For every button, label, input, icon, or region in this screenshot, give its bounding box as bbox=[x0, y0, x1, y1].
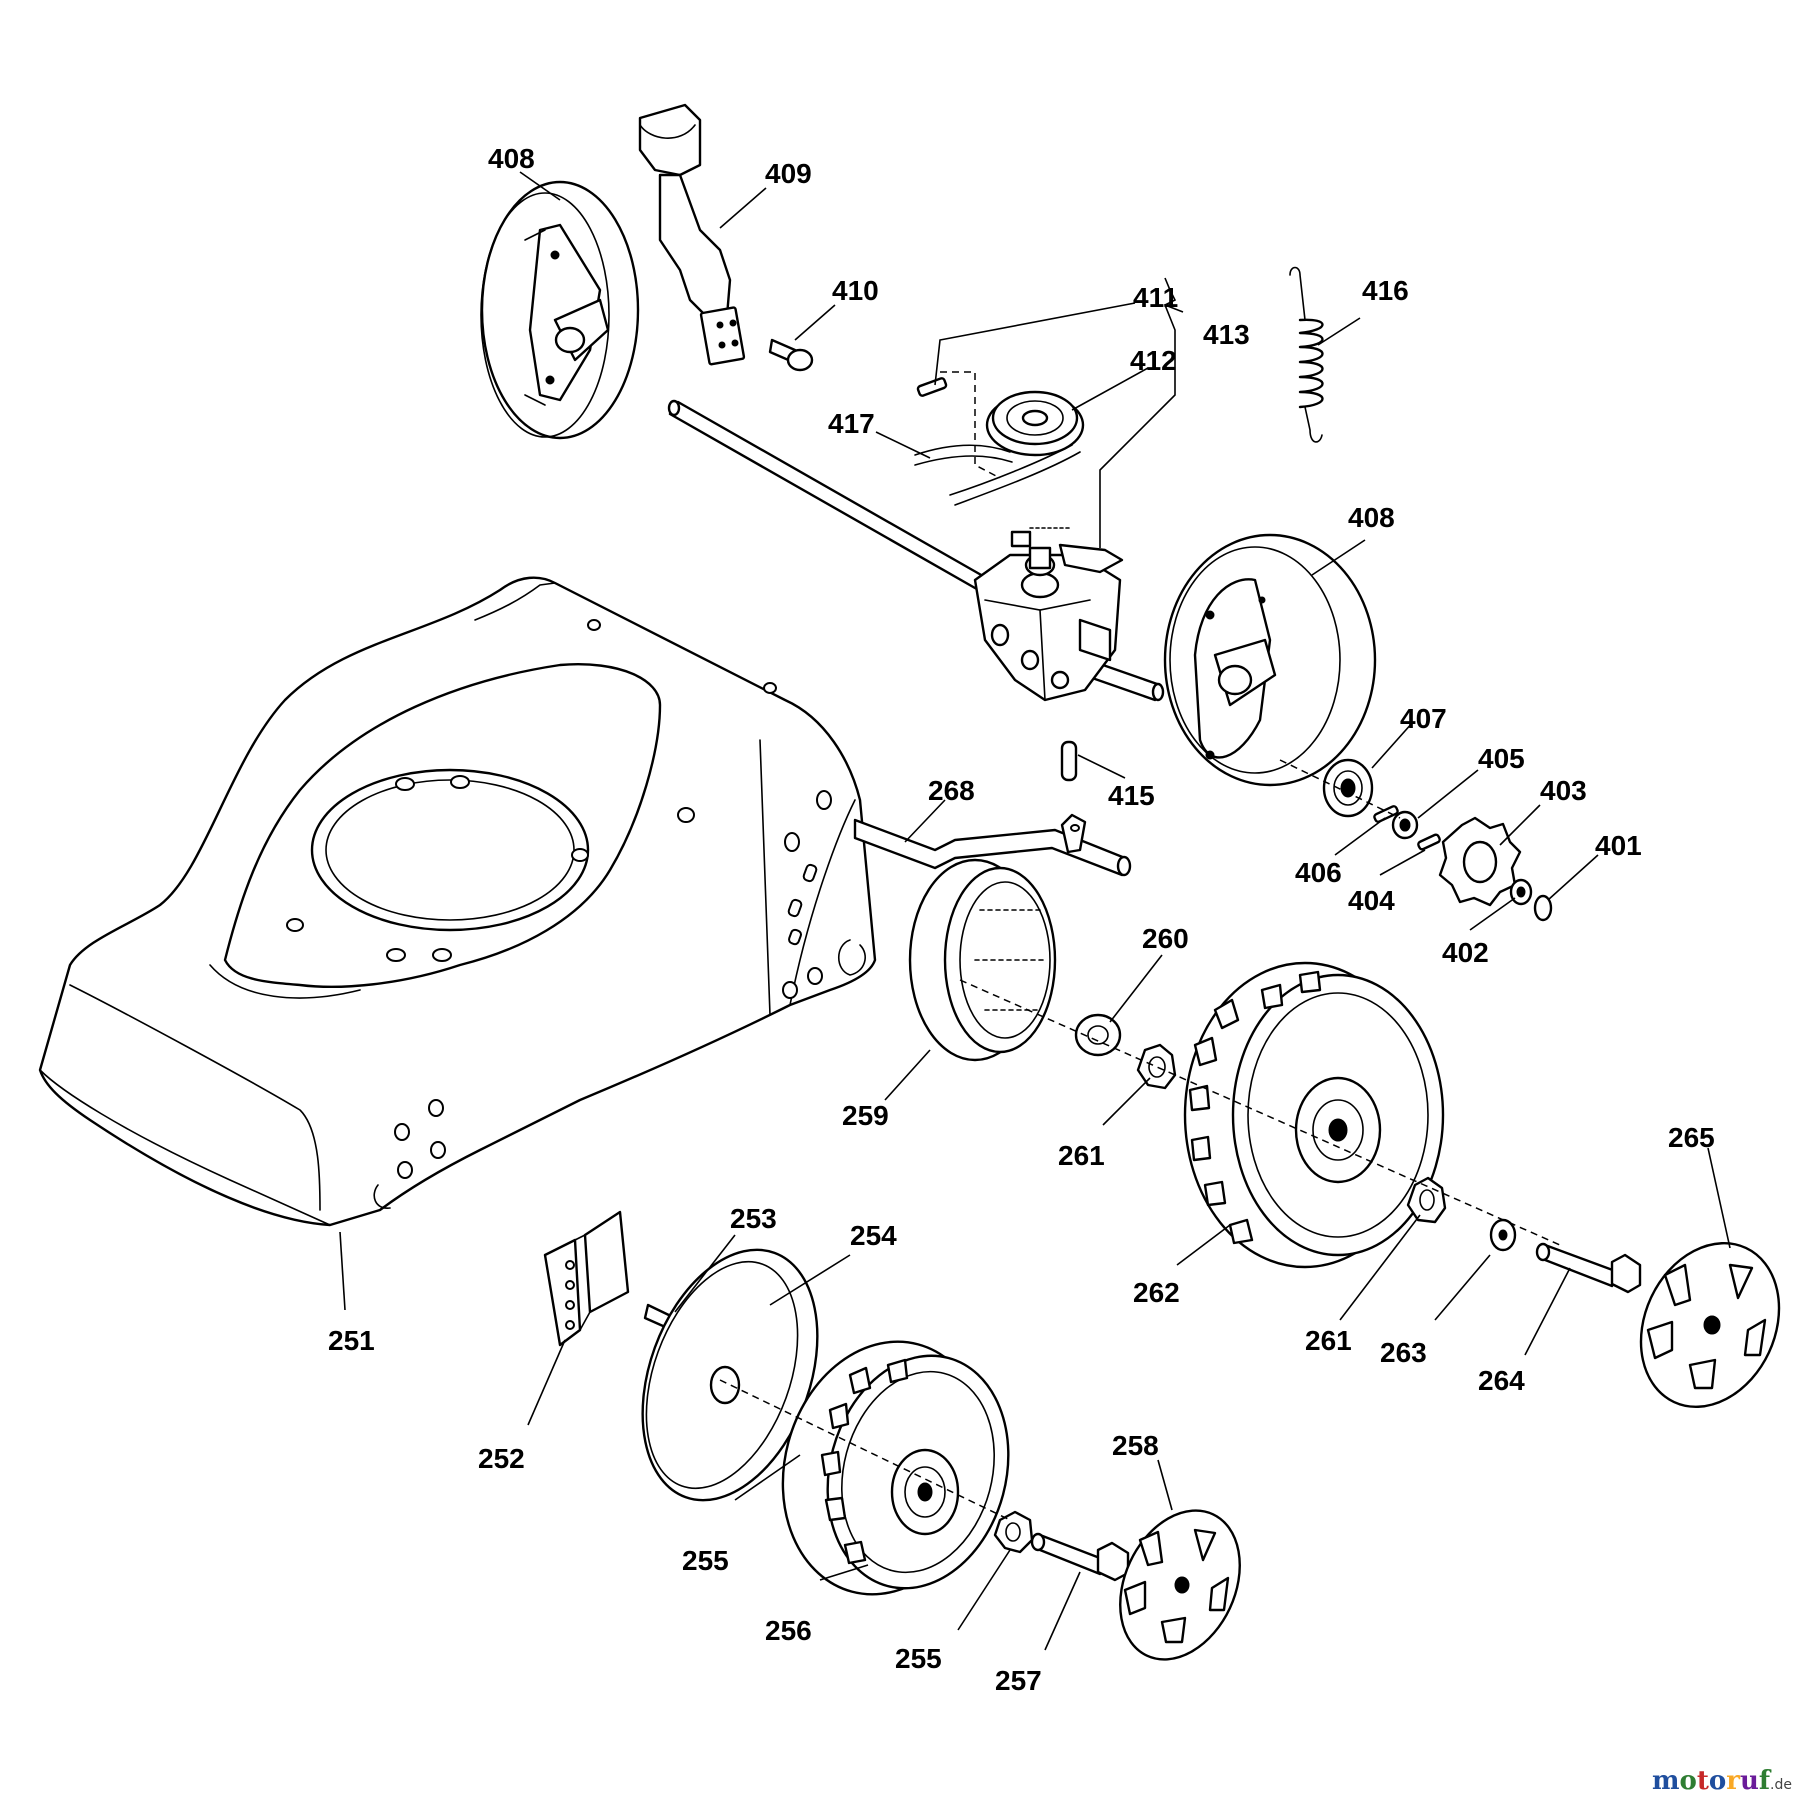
drive-ring-259 bbox=[908, 858, 1057, 1062]
callout-417: 417 bbox=[828, 408, 875, 439]
callout-416: 416 bbox=[1362, 275, 1409, 306]
callout-415: 415 bbox=[1108, 780, 1155, 811]
callout-404: 404 bbox=[1348, 885, 1395, 916]
circlip-401 bbox=[1533, 894, 1553, 922]
callout-252: 252 bbox=[478, 1443, 525, 1474]
callout-412: 412 bbox=[1130, 345, 1177, 376]
watermark-letter: r bbox=[1726, 1766, 1740, 1796]
pinion-261-right bbox=[1406, 1176, 1447, 1224]
cover-disc-254 bbox=[641, 1248, 819, 1502]
pin-411 bbox=[916, 377, 948, 397]
callout-253: 253 bbox=[730, 1203, 777, 1234]
callout-413: 413 bbox=[1203, 319, 1250, 350]
bearing-407 bbox=[1322, 758, 1374, 818]
front-bracket-252 bbox=[543, 1210, 630, 1347]
callout-259: 259 bbox=[842, 1100, 889, 1131]
leader-lines bbox=[339, 171, 1731, 1651]
washer-405 bbox=[1391, 810, 1419, 840]
callout-255: 255 bbox=[682, 1545, 729, 1576]
callout-268: 268 bbox=[928, 775, 975, 806]
callout-409: 409 bbox=[765, 158, 812, 189]
washer-263 bbox=[1489, 1218, 1517, 1252]
callout-265: 265 bbox=[1668, 1122, 1715, 1153]
rear-cover-right bbox=[1163, 533, 1377, 787]
callout-254: 254 bbox=[850, 1220, 897, 1251]
spring-416 bbox=[1289, 266, 1324, 443]
pin-404 bbox=[1417, 833, 1441, 851]
watermark-letter: m bbox=[1652, 1766, 1680, 1796]
gear-403 bbox=[1438, 816, 1522, 907]
bolt-257 bbox=[1030, 1532, 1130, 1582]
watermark-logo: motoruf.de bbox=[1652, 1766, 1792, 1796]
callout-402: 402 bbox=[1442, 937, 1489, 968]
screw-410 bbox=[768, 338, 814, 372]
washer-402 bbox=[1509, 878, 1533, 906]
hubcap-265 bbox=[1639, 1242, 1781, 1408]
watermark-letter: o bbox=[1679, 1766, 1697, 1796]
callout-255: 255 bbox=[895, 1643, 942, 1674]
watermark-letter: f bbox=[1758, 1766, 1771, 1796]
rear-cover-left bbox=[480, 180, 640, 440]
front-wheel-256 bbox=[781, 1340, 1010, 1596]
watermark-letter: t bbox=[1696, 1766, 1709, 1796]
callout-260: 260 bbox=[1142, 923, 1189, 954]
mower-deck bbox=[38, 576, 877, 1227]
callout-405: 405 bbox=[1478, 743, 1525, 774]
gearbox bbox=[973, 527, 1124, 702]
watermark-letter: o bbox=[1708, 1766, 1727, 1796]
pin-406 bbox=[1373, 805, 1399, 823]
bolt-264 bbox=[1535, 1242, 1642, 1294]
callout-264: 264 bbox=[1478, 1365, 1525, 1396]
watermark-letters: motoruf bbox=[1652, 1766, 1770, 1796]
pulley-and-belt bbox=[914, 371, 1085, 506]
callout-257: 257 bbox=[995, 1665, 1042, 1696]
hubcap-258 bbox=[1119, 1509, 1241, 1661]
callout-410: 410 bbox=[832, 275, 879, 306]
callout-261: 261 bbox=[1058, 1140, 1105, 1171]
watermark-letter: u bbox=[1739, 1766, 1759, 1796]
spacer-260 bbox=[1074, 1013, 1122, 1057]
callout-403: 403 bbox=[1540, 775, 1587, 806]
callout-408: 408 bbox=[1348, 502, 1395, 533]
callout-labels: 408 409 410 411 412 413 416 417 408 407 … bbox=[328, 143, 1715, 1696]
rear-axle-bar bbox=[853, 813, 1132, 877]
rear-wheel-262 bbox=[1183, 961, 1445, 1269]
callout-401: 401 bbox=[1595, 830, 1642, 861]
callout-411: 411 bbox=[1133, 282, 1178, 313]
handle-bracket bbox=[638, 103, 746, 366]
callout-263: 263 bbox=[1380, 1337, 1427, 1368]
spring-pin-415 bbox=[1060, 740, 1078, 782]
watermark-suffix: .de bbox=[1770, 1777, 1792, 1793]
pinion-255-right bbox=[993, 1510, 1034, 1554]
callout-261: 261 bbox=[1305, 1325, 1352, 1356]
callout-262: 262 bbox=[1133, 1277, 1180, 1308]
callout-251: 251 bbox=[328, 1325, 375, 1356]
pinion-261-left bbox=[1136, 1043, 1177, 1090]
callout-258: 258 bbox=[1112, 1430, 1159, 1461]
callout-256: 256 bbox=[765, 1615, 812, 1646]
callout-407: 407 bbox=[1400, 703, 1447, 734]
callout-406: 406 bbox=[1295, 857, 1342, 888]
callout-408: 408 bbox=[488, 143, 535, 174]
